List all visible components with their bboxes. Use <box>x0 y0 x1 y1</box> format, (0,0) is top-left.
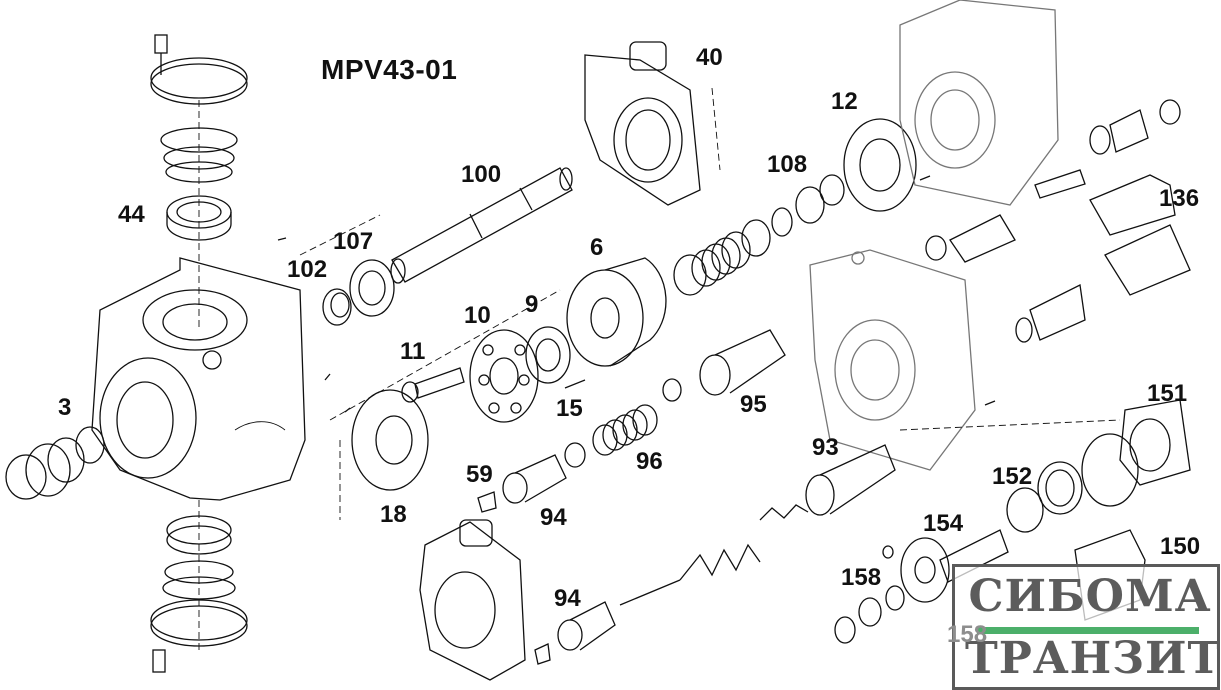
sleeve-94-bottom-part <box>534 601 616 665</box>
callout-108: 108 <box>767 151 808 178</box>
callout-94-lower: 94 <box>554 585 581 612</box>
cylinder-block-6-part <box>566 257 667 367</box>
callout-11: 11 <box>400 338 426 365</box>
callout-158-upper: 158 <box>841 564 882 591</box>
callout-100: 100 <box>461 161 502 188</box>
main-housing-part <box>91 257 306 501</box>
watermark-line2: ТРАНЗИТ <box>965 633 1221 684</box>
callout-59: 59 <box>466 461 493 488</box>
callout-151: 151 <box>1147 380 1188 407</box>
callout-9: 9 <box>525 291 539 318</box>
callout-93: 93 <box>812 434 839 461</box>
assembly-lines <box>299 214 1121 520</box>
callout-10: 10 <box>464 302 491 329</box>
callout-44: 44 <box>118 201 145 228</box>
oring-large-part <box>1081 433 1139 507</box>
callout-12: 12 <box>831 88 858 115</box>
cover-lower-part <box>419 519 526 681</box>
callout-136: 136 <box>1159 185 1200 212</box>
ring-102-part <box>322 288 352 326</box>
spring-lower-part <box>619 504 809 606</box>
spring-set-part <box>673 174 845 296</box>
diagram-title: MPV43-01 <box>321 54 458 85</box>
callout-158-lower: 158 <box>947 621 988 648</box>
callout-150: 150 <box>1160 533 1201 560</box>
watermark-divider-bar <box>977 627 1199 634</box>
callout-40: 40 <box>696 44 723 71</box>
sleeve-94-top-part <box>502 442 586 504</box>
valve-cartridge-part <box>925 99 1181 263</box>
piston-seat-part <box>662 378 682 402</box>
callout-107: 107 <box>333 228 374 255</box>
sleeve-95-part <box>699 329 786 396</box>
callout-3: 3 <box>58 394 72 421</box>
plug-59-part <box>477 491 497 513</box>
callout-102: 102 <box>287 256 328 283</box>
watermark-line1: СИБОМА <box>968 571 1212 622</box>
callout-154: 154 <box>923 510 964 537</box>
callout-152: 152 <box>992 463 1033 490</box>
spring-96-part <box>592 404 658 456</box>
gear-152-part <box>1006 461 1083 533</box>
callout-15: 15 <box>556 395 583 422</box>
piston-11-part <box>401 367 465 403</box>
solenoid-136-part <box>1015 174 1191 343</box>
pins-part <box>277 175 996 413</box>
pin-15-part <box>564 379 586 389</box>
callout-96: 96 <box>636 448 663 475</box>
port-plate-12-part <box>843 118 917 212</box>
ball-guide-9-part <box>525 326 571 384</box>
callout-94-upper: 94 <box>540 504 567 531</box>
end-housing-part <box>809 0 1059 471</box>
watermark-logo: СИБОМА ТРАНЗИТ <box>952 564 1220 690</box>
piston-93-part <box>805 444 896 516</box>
flange-151-part <box>1119 399 1191 486</box>
plate-18-part <box>351 389 429 491</box>
bearing-107-part <box>349 259 395 317</box>
callout-95: 95 <box>740 391 767 418</box>
plate-154-part <box>900 537 950 603</box>
shaft-100-part <box>390 167 573 284</box>
top-cover-part <box>150 57 248 105</box>
retainer-plate-10-part <box>469 329 539 423</box>
callout-18: 18 <box>380 501 407 528</box>
callout-6: 6 <box>590 234 604 261</box>
left-rings-part-3 <box>5 426 105 500</box>
bearing-158-part <box>834 545 905 644</box>
cover-40-part <box>584 41 701 206</box>
shaft-154-part <box>939 529 1009 583</box>
